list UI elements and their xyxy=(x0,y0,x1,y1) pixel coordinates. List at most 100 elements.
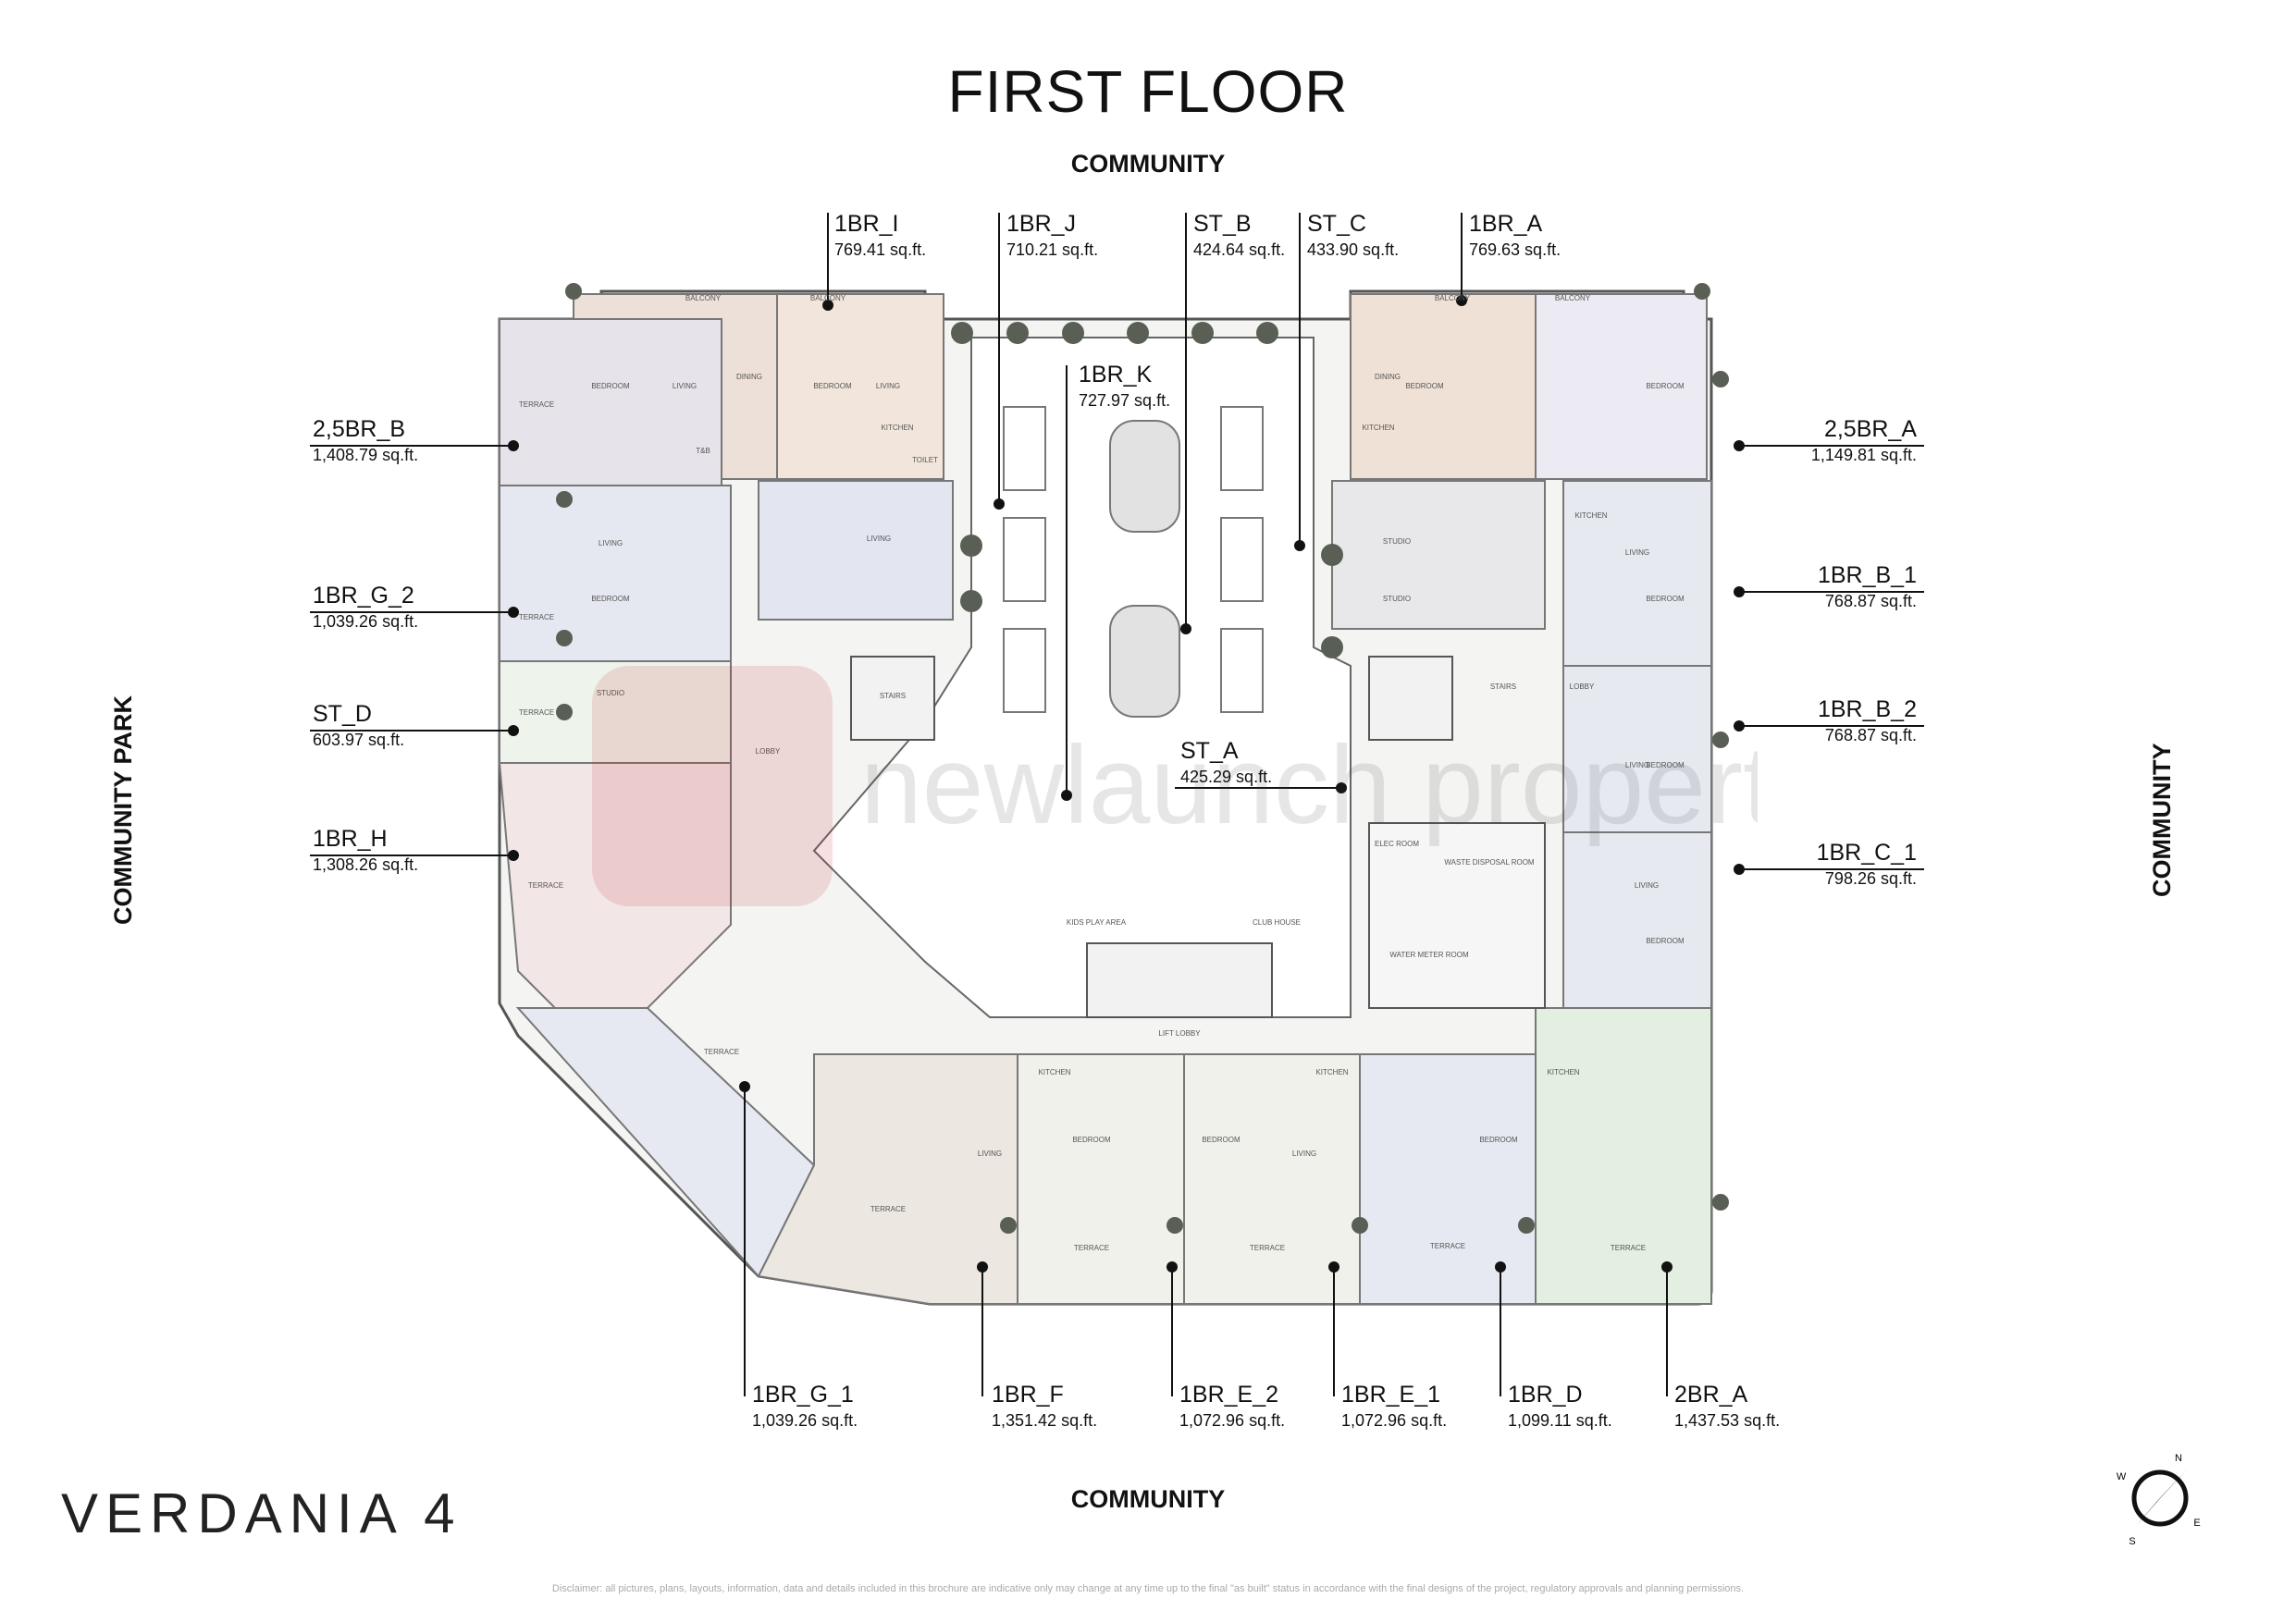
zone-1br-a xyxy=(1350,293,1537,480)
unit-area: 1,308.26 sq.ft. xyxy=(313,855,419,874)
living-label: LIVING xyxy=(1625,548,1649,557)
bedroom-label: BEDROOM xyxy=(591,595,630,603)
zone-1br-e1 xyxy=(1183,1053,1361,1305)
waste-disposal-room-label: WASTE DISPOSAL ROOM xyxy=(1444,858,1535,867)
unit-area: 1,099.11 sq.ft. xyxy=(1508,1411,1612,1430)
kitchen-label: KITCHEN xyxy=(1547,1068,1579,1076)
balcony-label: BALCONY xyxy=(1555,294,1591,302)
living-label: LIVING xyxy=(1292,1150,1316,1158)
bedroom-label: BEDROOM xyxy=(1479,1136,1518,1144)
zone-1br-e2 xyxy=(1017,1053,1185,1305)
unit-name: 1BR_B_1 xyxy=(1817,562,1917,588)
side-label-top: COMMUNITY xyxy=(1070,150,1226,178)
unit-label: ST_B 424.64 sq.ft. xyxy=(1193,211,1286,259)
leader-lines xyxy=(310,213,1924,1396)
living-label: LIVING xyxy=(673,382,697,390)
unit-name: 1BR_G_1 xyxy=(752,1382,854,1408)
unit-name: 1BR_E_2 xyxy=(1179,1382,1279,1408)
unit-name: ST_C xyxy=(1307,211,1366,237)
unit-area: 1,072.96 sq.ft. xyxy=(1179,1411,1286,1430)
zone-1br-b2 xyxy=(1562,665,1712,833)
zone-1br-d xyxy=(1359,1053,1537,1305)
terrace-label: TERRACE xyxy=(519,708,554,717)
unit-name: 1BR_D xyxy=(1508,1382,1583,1408)
kitchen-label: KITCHEN xyxy=(1038,1068,1070,1076)
kids-play-area-label: KIDS PLAY AREA xyxy=(1067,918,1127,927)
stairs-left xyxy=(850,656,935,741)
bedroom-label: BEDROOM xyxy=(1202,1136,1241,1144)
unit-name: ST_A xyxy=(1180,738,1239,764)
zone-st-bc xyxy=(1331,480,1546,630)
pool-lower xyxy=(1109,605,1180,718)
courtyard xyxy=(812,337,1352,1018)
unit-area: 1,149.81 sq.ft. xyxy=(1810,446,1917,464)
club-house-label: CLUB HOUSE xyxy=(1253,918,1301,927)
bedroom-label: BEDROOM xyxy=(1405,382,1444,390)
dining-label: DINING xyxy=(1375,373,1401,381)
unit-name: ST_B xyxy=(1193,211,1252,237)
unit-label: 2,5BR_A 1,149.81 sq.ft. xyxy=(1810,416,1917,464)
dining-label: DINING xyxy=(736,373,762,381)
balcony-label: BALCONY xyxy=(1435,294,1471,302)
unit-name: 2,5BR_A xyxy=(1823,416,1917,442)
unit-label: 1BR_E_2 1,072.96 sq.ft. xyxy=(1179,1382,1286,1430)
zone-1br-k xyxy=(758,480,954,621)
stairs-label: STAIRS xyxy=(880,692,906,700)
unit-label: 1BR_D 1,099.11 sq.ft. xyxy=(1508,1382,1612,1430)
unit-area: 768.87 sq.ft. xyxy=(1824,592,1917,610)
stairs-right xyxy=(1368,656,1453,741)
zone-1br-g2 xyxy=(499,485,732,662)
unit-name: 1BR_K xyxy=(1079,362,1153,387)
living-label: LIVING xyxy=(978,1150,1002,1158)
pool-upper xyxy=(1109,420,1180,533)
terrace-label: TERRACE xyxy=(1250,1244,1285,1252)
zone-25br-a xyxy=(1535,293,1708,480)
water-meter-room-label: WATER METER ROOM xyxy=(1389,951,1469,959)
watermark: newlaunch properties xyxy=(592,666,1758,906)
bedroom-label: BEDROOM xyxy=(1646,595,1685,603)
balcony-label: BALCONY xyxy=(810,294,846,302)
terrace-label: TERRACE xyxy=(519,400,554,409)
bedroom-label: BEDROOM xyxy=(591,382,630,390)
bedroom-label: BEDROOM xyxy=(813,382,852,390)
unit-area: 1,351.42 sq.ft. xyxy=(992,1411,1098,1430)
studio-label: STUDIO xyxy=(1383,537,1411,546)
lift-core xyxy=(1086,942,1273,1018)
kitchen-label: KITCHEN xyxy=(1574,511,1607,520)
terrace-label: TERRACE xyxy=(704,1048,739,1056)
side-label-left: COMMUNITY PARK xyxy=(109,695,137,925)
unit-area: 1,408.79 sq.ft. xyxy=(313,446,419,464)
project-brand: VERDANIA 4 xyxy=(61,1482,463,1544)
unit-name: 1BR_B_2 xyxy=(1817,696,1917,722)
kitchen-label: KITCHEN xyxy=(1362,424,1394,432)
unit-name: 1BR_G_2 xyxy=(313,583,414,609)
lift-lobby-label: LIFT LOBBY xyxy=(1158,1029,1201,1038)
unit-area: 424.64 sq.ft. xyxy=(1193,240,1286,259)
elec-room-label: ELEC ROOM xyxy=(1375,840,1419,848)
zone-st-d xyxy=(499,660,732,764)
kitchen-label: KITCHEN xyxy=(1315,1068,1348,1076)
living-label: LIVING xyxy=(1625,761,1649,769)
page-title: FIRST FLOOR xyxy=(947,58,1349,125)
compass-s: S xyxy=(2129,1536,2135,1547)
terrace-label: TERRACE xyxy=(1074,1244,1109,1252)
unit-area: 769.41 sq.ft. xyxy=(834,240,927,259)
unit-area: 769.63 sq.ft. xyxy=(1469,240,1562,259)
bedroom-label: BEDROOM xyxy=(1072,1136,1111,1144)
zone-25br-b xyxy=(499,318,722,486)
compass-e: E xyxy=(2193,1518,2200,1529)
lobby-label: LOBBY xyxy=(756,747,781,756)
living-label: LIVING xyxy=(867,535,891,543)
toilet-label: TOILET xyxy=(912,456,938,464)
kitchen-label: KITCHEN xyxy=(881,424,913,432)
